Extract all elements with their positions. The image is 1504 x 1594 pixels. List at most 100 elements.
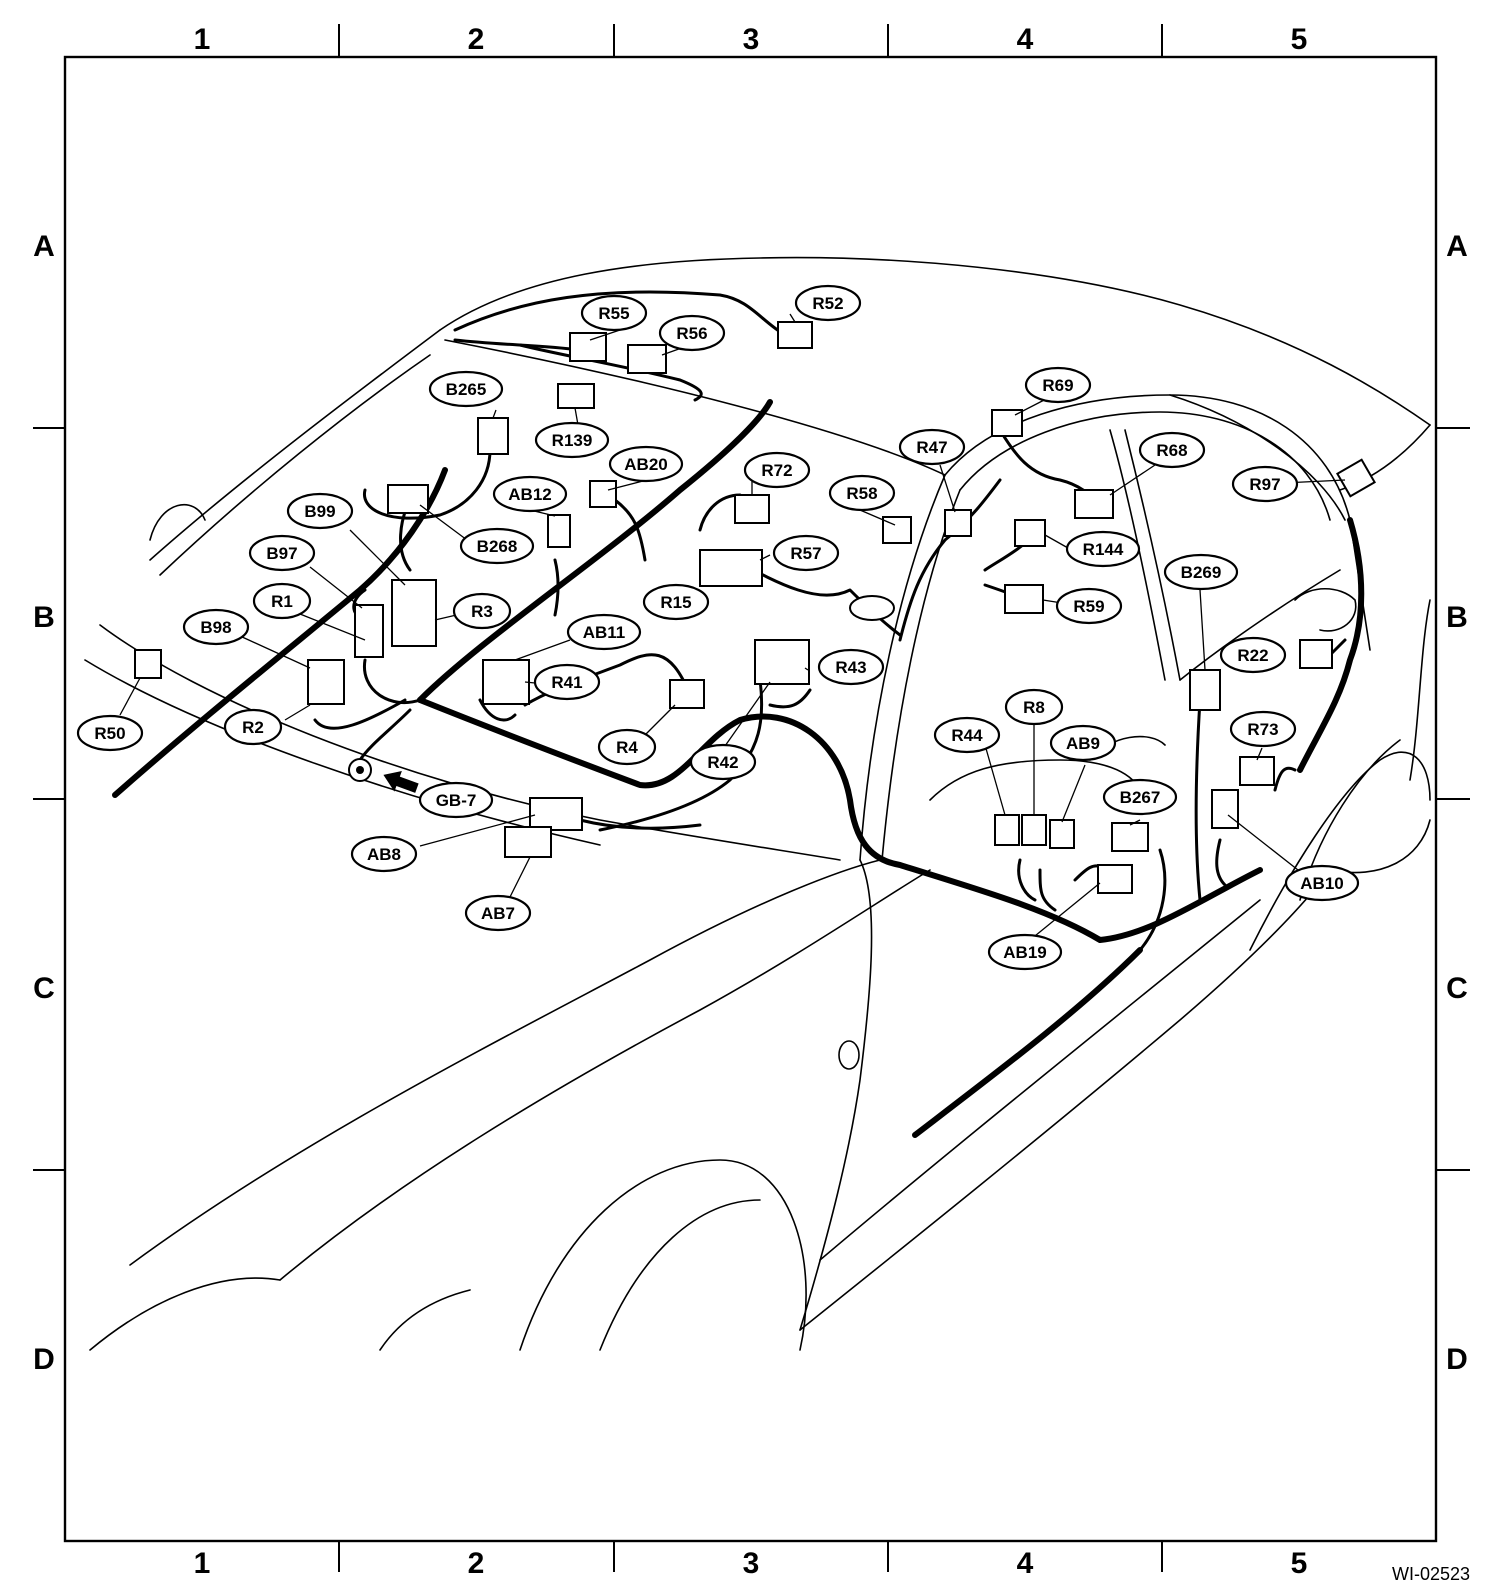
callout-r47: R47 — [898, 428, 966, 466]
row-label-left-b: B — [33, 601, 55, 634]
connector-r4 — [669, 679, 705, 709]
callout-label-b97: B97 — [266, 544, 297, 563]
callout-ab10: AB10 — [1284, 864, 1360, 902]
callout-label-r69: R69 — [1042, 376, 1073, 395]
callout-b98: B98 — [182, 608, 250, 646]
callout-label-r97: R97 — [1249, 475, 1280, 494]
callout-ab7: AB7 — [464, 894, 532, 932]
callout-label-ab20: AB20 — [624, 455, 667, 474]
callout-label-r15: R15 — [660, 593, 691, 612]
callout-label-r42: R42 — [707, 753, 738, 772]
callout-r73: R73 — [1229, 710, 1297, 748]
callout-label-gb7: GB-7 — [436, 791, 477, 810]
callout-label-r52: R52 — [812, 294, 843, 313]
callout-label-b269: B269 — [1181, 563, 1222, 582]
callout-r69: R69 — [1024, 366, 1092, 404]
callout-r55: R55 — [580, 294, 648, 332]
connector-b269 — [1189, 669, 1221, 711]
callout-label-ab11: AB11 — [583, 623, 626, 642]
leader-lines — [119, 313, 1346, 941]
callout-label-ab7: AB7 — [481, 904, 515, 923]
row-label-right-a: A — [1446, 230, 1468, 263]
row-label-right-b: B — [1446, 601, 1468, 634]
callout-b269: B269 — [1163, 553, 1239, 591]
connector-r58 — [882, 516, 912, 544]
callout-label-r1: R1 — [271, 592, 293, 611]
callout-label-r4: R4 — [616, 738, 638, 757]
callout-label-ab8: AB8 — [367, 845, 401, 864]
callout-r52: R52 — [794, 284, 862, 322]
row-label-right-c: C — [1446, 972, 1468, 1005]
connector-b267 — [1111, 822, 1149, 852]
column-label-top-4: 4 — [1017, 23, 1034, 56]
connector-b265 — [477, 417, 509, 455]
connector-r144 — [1014, 519, 1046, 547]
callout-label-ab12: AB12 — [508, 485, 551, 504]
callout-label-r22: R22 — [1237, 646, 1268, 665]
column-label-bottom-4: 4 — [1017, 1547, 1034, 1580]
connector-r47 — [944, 509, 972, 537]
column-label-top-1: 1 — [194, 23, 211, 56]
connector-ab9 — [1049, 819, 1075, 849]
callout-label-r57: R57 — [790, 544, 821, 563]
column-label-top-5: 5 — [1291, 23, 1308, 56]
callout-ab9: AB9 — [1049, 724, 1117, 762]
callout-label-r55: R55 — [598, 304, 629, 323]
grid-labels: 1 2 3 4 5 1 2 3 4 5 A B C D A B C D — [33, 23, 1468, 1580]
callout-label-r3: R3 — [471, 602, 493, 621]
connector-r2 — [307, 659, 345, 705]
callout-label-r44: R44 — [951, 726, 983, 745]
callout-r144: R144 — [1065, 530, 1141, 568]
connector-r68 — [1074, 489, 1114, 519]
callout-r8: R8 — [1004, 688, 1064, 726]
figure-id: WI-02523 — [1392, 1564, 1470, 1584]
connector-r52 — [777, 321, 813, 349]
callout-label-r56: R56 — [676, 324, 707, 343]
connector-r59 — [1004, 584, 1044, 614]
callout-b268: B268 — [459, 527, 535, 565]
callout-b97: B97 — [248, 534, 316, 572]
callout-r59: R59 — [1055, 587, 1123, 625]
connector-r22 — [1299, 639, 1333, 669]
branch-wires — [313, 290, 1347, 952]
connector-r41 — [482, 659, 530, 705]
callout-r56: R56 — [658, 314, 726, 352]
callout-ab20: AB20 — [608, 445, 684, 483]
callout-b99: B99 — [286, 492, 354, 530]
callout-r15: R15 — [642, 583, 710, 621]
callout-r139: R139 — [534, 421, 610, 459]
callout-label-r2: R2 — [242, 718, 264, 737]
callout-ab19: AB19 — [987, 933, 1063, 971]
callout-label-b99: B99 — [304, 502, 335, 521]
column-label-bottom-3: 3 — [743, 1547, 760, 1580]
connector-r56 — [627, 344, 667, 374]
callout-b267: B267 — [1102, 778, 1178, 816]
callout-label-b265: B265 — [446, 380, 487, 399]
callout-labels: R52 R55 R56 B265 R139 AB20 R72 R58 R47 R… — [76, 284, 1360, 971]
connector-r97 — [1336, 458, 1376, 498]
column-label-top-2: 2 — [468, 23, 485, 56]
row-label-left-c: C — [33, 972, 55, 1005]
callout-b265: B265 — [428, 370, 504, 408]
callout-label-r47: R47 — [916, 438, 947, 457]
connector-r50 — [134, 649, 162, 679]
callout-r57: R57 — [772, 534, 840, 572]
connector-r3 — [391, 579, 437, 647]
main-harness — [112, 399, 1365, 1138]
connector-b268 — [387, 484, 429, 514]
callout-ab8: AB8 — [350, 835, 418, 873]
connector-ab20 — [589, 480, 617, 508]
callout-r68: R68 — [1138, 431, 1206, 469]
column-label-bottom-1: 1 — [194, 1547, 211, 1580]
row-label-left-a: A — [33, 230, 55, 263]
callout-label-ab10: AB10 — [1300, 874, 1343, 893]
callout-label-r72: R72 — [761, 461, 792, 480]
callout-r4: R4 — [597, 728, 657, 766]
callout-label-r68: R68 — [1156, 441, 1187, 460]
arrow-icon — [383, 770, 419, 793]
callout-label-b267: B267 — [1120, 788, 1161, 807]
callout-label-r59: R59 — [1073, 597, 1104, 616]
connector-ab12 — [547, 514, 571, 548]
column-label-bottom-2: 2 — [468, 1547, 485, 1580]
